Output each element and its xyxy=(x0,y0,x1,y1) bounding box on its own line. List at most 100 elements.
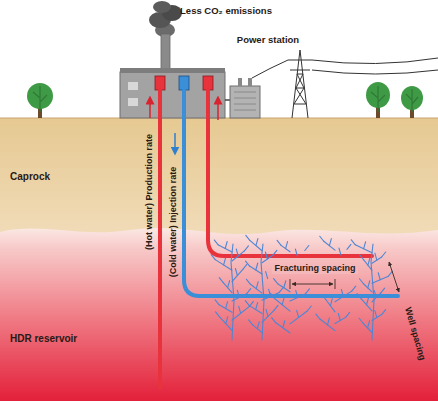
smoke xyxy=(149,1,182,37)
fracture-stroke xyxy=(368,258,370,265)
fracture-stroke xyxy=(225,242,227,249)
production-well xyxy=(208,90,372,256)
fracture-stroke xyxy=(357,294,361,299)
transmission-pylon xyxy=(294,74,306,104)
fracture-stroke xyxy=(256,303,258,310)
fracture-stroke xyxy=(367,298,369,305)
fracture-stroke xyxy=(216,312,220,317)
fracture-stroke xyxy=(290,311,307,324)
fracture-stroke xyxy=(274,305,278,310)
production-well xyxy=(158,90,162,388)
fracture-stroke xyxy=(279,287,283,292)
flow-arrows xyxy=(150,100,218,151)
fracture-stroke xyxy=(236,249,238,256)
fracture-stroke xyxy=(272,318,276,323)
fracture-stroke xyxy=(327,318,329,325)
power-station xyxy=(234,92,256,110)
fracture-stroke xyxy=(270,293,274,298)
fracture-stroke xyxy=(257,322,259,329)
fracture-stroke xyxy=(274,279,278,284)
wells xyxy=(160,90,398,388)
fracture-stroke xyxy=(297,310,299,317)
fracture-stroke xyxy=(273,250,277,255)
fracture-stroke xyxy=(256,282,258,289)
fracture-stroke xyxy=(232,269,243,281)
spacing-brackets xyxy=(389,262,399,292)
fracture-stroke xyxy=(375,253,377,260)
fracture-stroke xyxy=(326,300,335,312)
fracture-stroke xyxy=(239,306,241,313)
transmission-pylon xyxy=(252,58,438,78)
spacing-brackets xyxy=(290,279,335,289)
fracture-stroke xyxy=(305,245,309,250)
spacing-brackets xyxy=(292,284,333,285)
trees xyxy=(33,86,47,112)
fracture-stroke xyxy=(352,286,356,291)
flow-arrows xyxy=(174,133,176,151)
power-station xyxy=(203,76,213,90)
transmission-pylon xyxy=(252,50,438,118)
fracture-stroke xyxy=(374,291,376,298)
emission-note: Less CO₂ emissions xyxy=(180,6,272,16)
fracture-stroke xyxy=(378,273,380,280)
caprock-layer xyxy=(0,118,438,238)
fracture-stroke xyxy=(224,258,226,265)
ground xyxy=(0,118,438,401)
fracture-stroke xyxy=(277,240,281,245)
fracture-stroke xyxy=(226,317,228,324)
fracture-stroke xyxy=(329,239,331,246)
fracture-stroke xyxy=(320,236,324,241)
flow-arrows xyxy=(149,100,151,118)
fracture-stroke xyxy=(232,306,249,320)
fracture-stroke xyxy=(228,281,230,288)
fracture-stroke xyxy=(382,310,386,315)
power-station xyxy=(155,76,165,90)
trees xyxy=(406,89,418,112)
fracture-stroke xyxy=(246,279,250,284)
flow-label: (Hot water) Production rate xyxy=(145,134,155,250)
fracture-stroke xyxy=(360,255,364,260)
power-station xyxy=(179,76,189,90)
fracture-stroke xyxy=(220,317,232,331)
power-station xyxy=(225,99,230,101)
fracture-stroke xyxy=(382,252,386,257)
power-station xyxy=(238,78,242,86)
fractures xyxy=(211,235,392,340)
fracture-stroke xyxy=(316,314,320,319)
fracture-stroke xyxy=(211,255,215,260)
fracture-stroke xyxy=(274,298,290,311)
fracture-stroke xyxy=(359,279,363,284)
fracture-stroke xyxy=(237,290,239,297)
fracture-stroke xyxy=(284,281,286,288)
fracture-stroke xyxy=(346,312,350,317)
fracture-stroke xyxy=(361,299,372,311)
fracture-stroke xyxy=(322,295,326,300)
fracture-stroke xyxy=(296,290,298,297)
fracture-stroke xyxy=(338,313,340,320)
power-station xyxy=(128,82,138,90)
fracture-stroke xyxy=(368,281,370,288)
fracture-stroke xyxy=(215,300,219,305)
flow-label: (Cold water) Injection rate xyxy=(169,167,179,278)
fracture-stroke xyxy=(283,321,285,328)
layer-label: Caprock xyxy=(10,171,50,182)
layer-label: HDR reservoir xyxy=(10,333,77,344)
fracture-stroke xyxy=(375,311,377,318)
trees xyxy=(371,86,385,112)
fracture-stroke xyxy=(235,269,237,276)
dimension-label: Fracturing spacing xyxy=(272,264,357,274)
fracture-stroke xyxy=(265,252,267,259)
fracture-stroke xyxy=(256,239,258,246)
fracture-stroke xyxy=(249,320,253,325)
fracture-stroke xyxy=(266,272,268,279)
fracture-stroke xyxy=(226,302,228,309)
fracture-stroke xyxy=(359,318,363,323)
injection-well xyxy=(184,90,398,296)
fracture-stroke xyxy=(245,301,249,306)
fracture-stroke xyxy=(244,246,248,251)
fracture-stroke xyxy=(262,310,274,322)
power-station xyxy=(120,34,260,118)
fracture-stroke xyxy=(307,306,311,311)
fracture-stroke xyxy=(282,298,284,305)
